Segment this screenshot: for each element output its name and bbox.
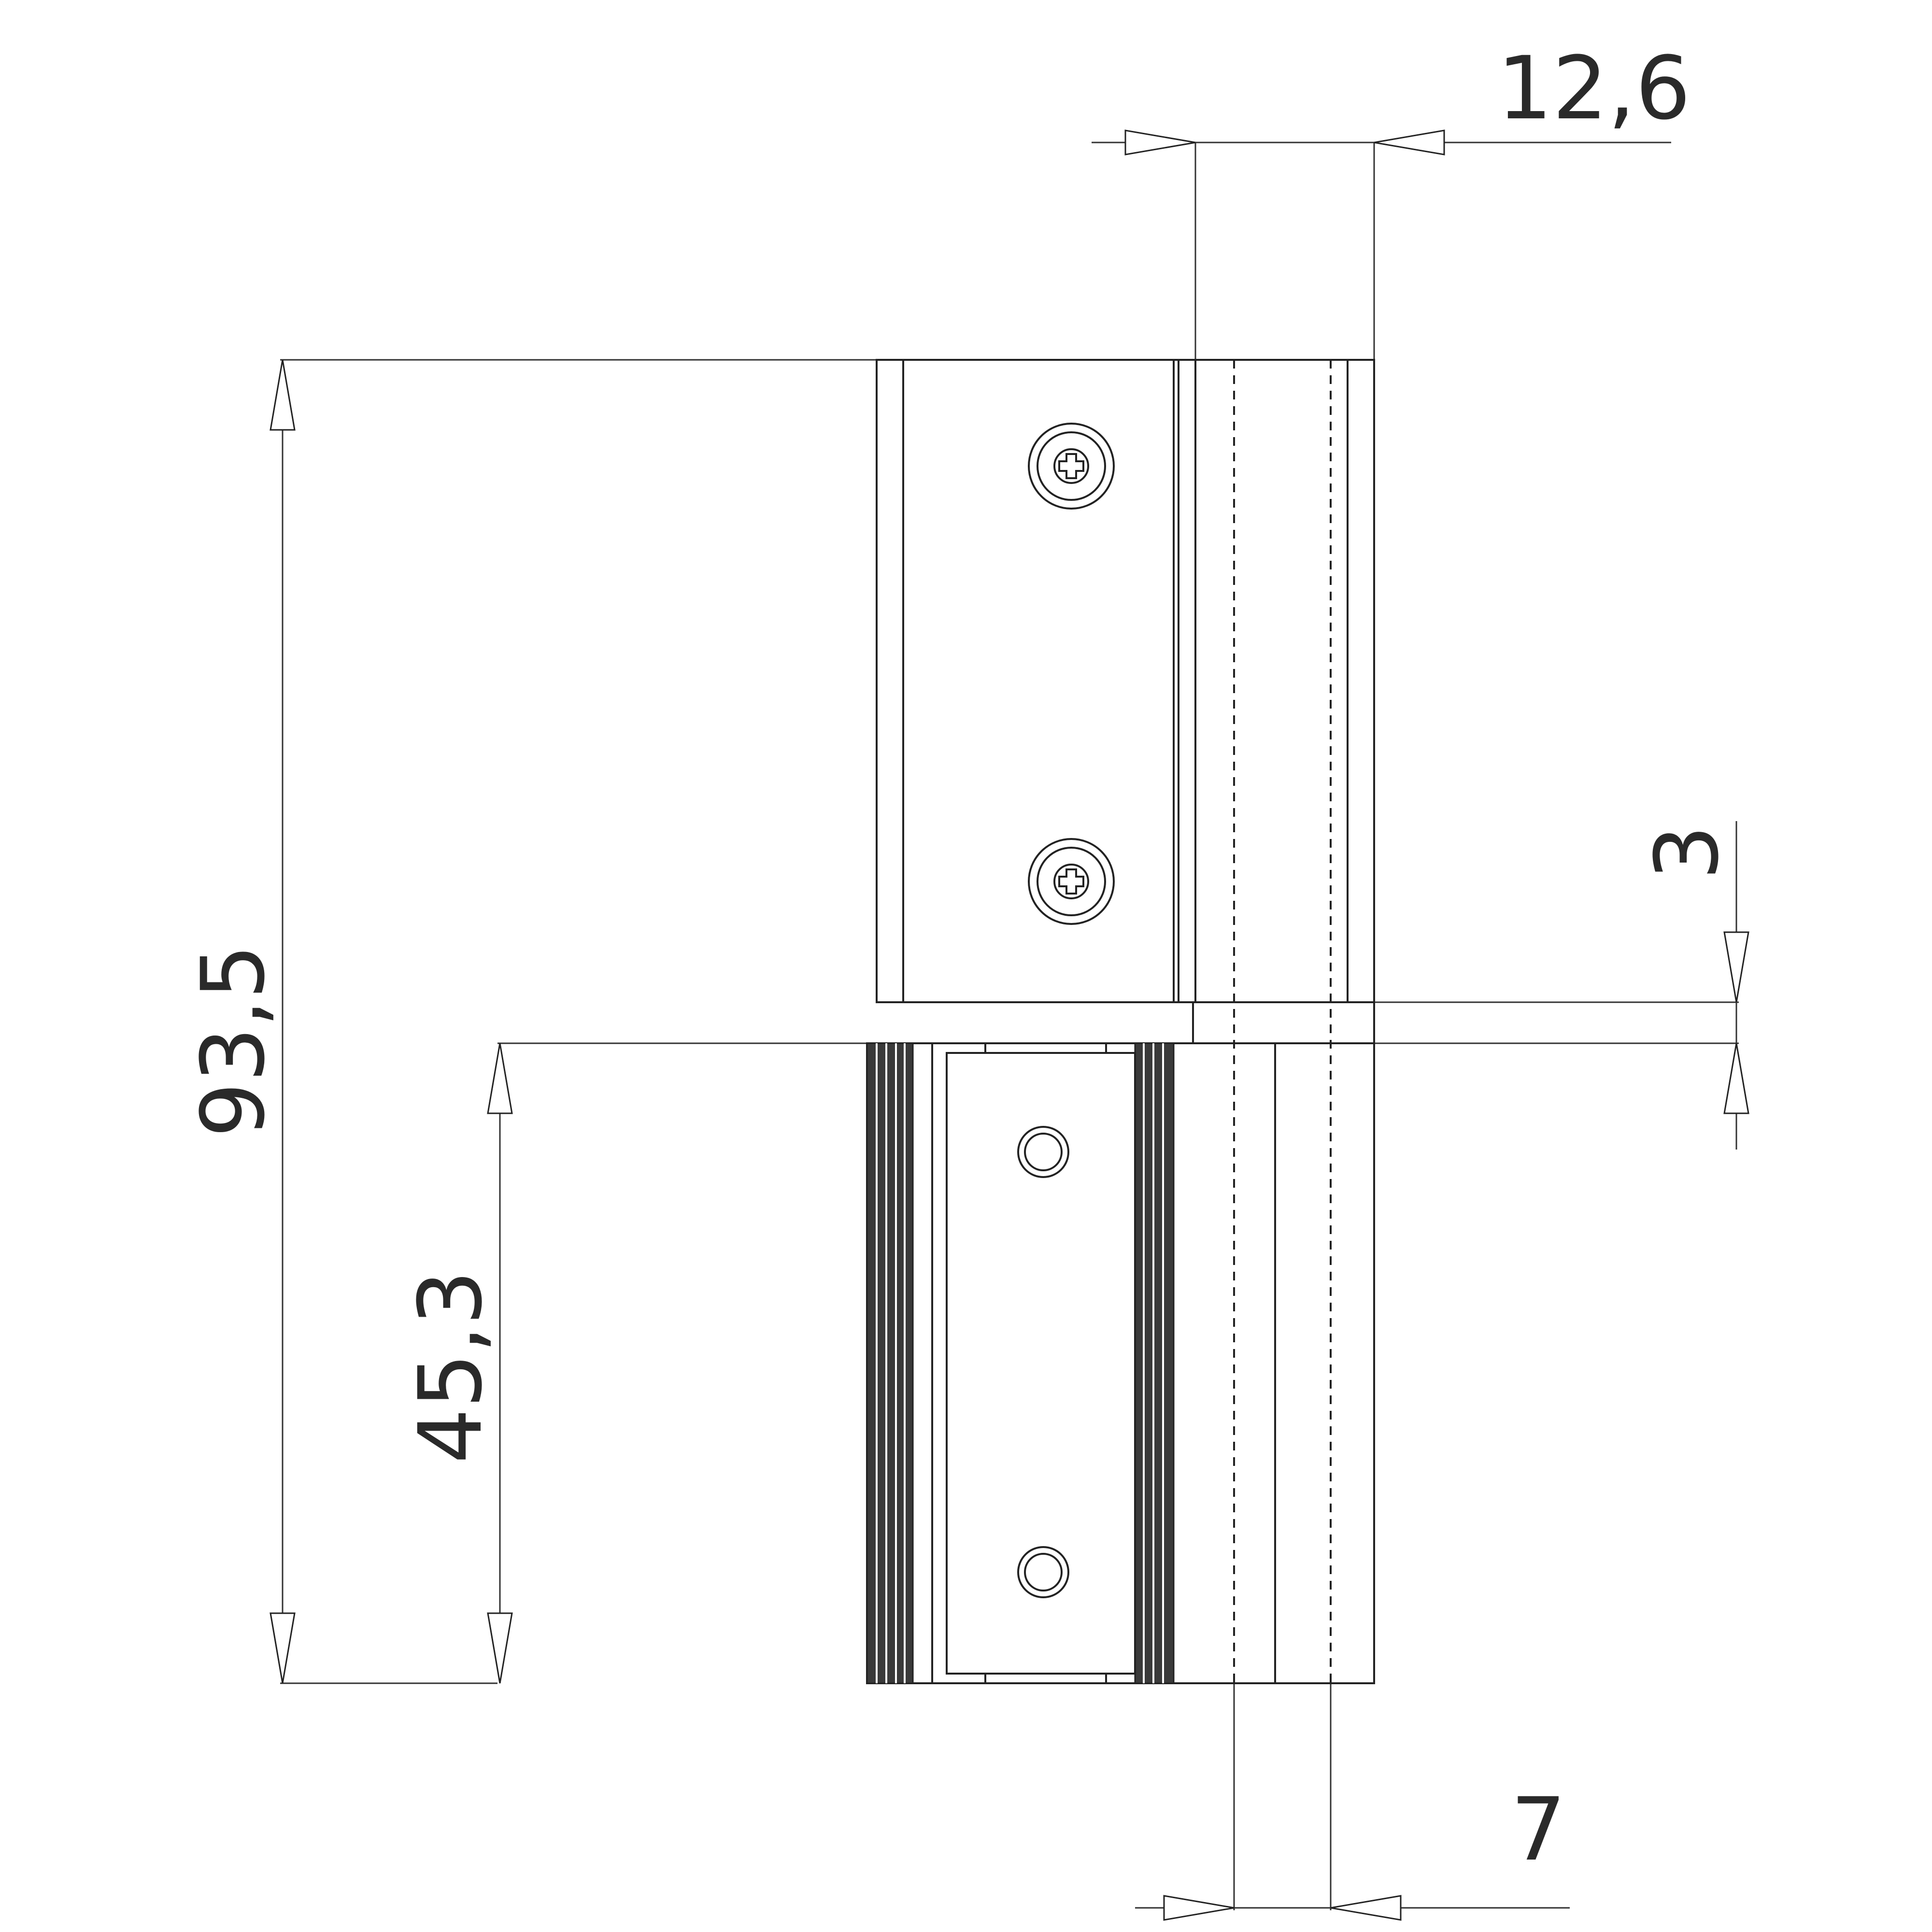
dimension-pin-width: 7 bbox=[1135, 1683, 1570, 1921]
dimension-total-height: 93,5 bbox=[183, 359, 877, 1684]
screw-icon bbox=[1028, 838, 1115, 925]
dimension-label-3: 3 bbox=[1637, 825, 1738, 881]
dimension-label-7: 7 bbox=[1511, 1779, 1566, 1880]
hinge-knuckle-gap bbox=[1192, 1001, 1375, 1044]
lower-hinge-leaf bbox=[866, 1042, 1375, 1684]
dimension-label-45-3: 45,3 bbox=[400, 1270, 501, 1464]
dimension-label-12-6: 12,6 bbox=[1497, 38, 1691, 139]
dimension-lower-leaf-height: 45,3 bbox=[400, 1042, 867, 1684]
dimension-gap: 3 bbox=[1374, 821, 1749, 1150]
dimension-top-width: 12,6 bbox=[1092, 38, 1690, 360]
hinge-pin-hidden-lines bbox=[1233, 360, 1332, 1683]
screw-icon bbox=[1028, 423, 1115, 510]
hole-icon bbox=[1017, 1126, 1069, 1178]
hole-icon bbox=[1017, 1546, 1069, 1598]
dimension-label-93-5: 93,5 bbox=[183, 944, 284, 1138]
upper-hinge-leaf bbox=[876, 359, 1375, 1003]
